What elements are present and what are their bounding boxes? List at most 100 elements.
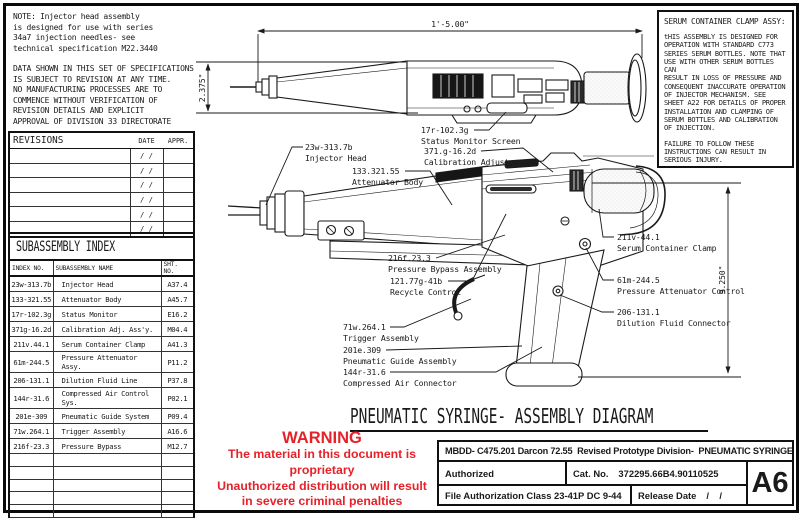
cell: Attenuator Body — [52, 291, 162, 307]
revisions-table: REVISIONS DATE APPR. / // // // // // / — [8, 131, 195, 238]
col-header-subassembly-name: SUBASSEMBLY NAME — [52, 259, 162, 277]
warning-line-2: Unauthorized distribution will result — [217, 478, 427, 493]
grip-height-dim-label: 9.250" — [717, 266, 727, 294]
warning-title: WARNING — [282, 429, 362, 447]
callout-pressure-bypass-code: 216f.23.3 — [388, 253, 431, 263]
cell — [8, 148, 131, 164]
subassembly-empty-row — [8, 491, 195, 506]
status-monitor-screen-shape — [486, 102, 528, 114]
subassembly-empty-row — [8, 465, 195, 480]
cell: Serum Container Clamp — [52, 336, 162, 352]
subassembly-index-title: SUBASSEMBLY INDEX — [16, 238, 115, 255]
overall-height-dim-label: 2.375" — [197, 74, 207, 102]
cell — [8, 465, 54, 480]
overall-length-dim-label: 1'-5.00" — [431, 19, 469, 29]
callout-recycle-control-name: Recycle Control — [390, 287, 461, 297]
callout-status-monitor-code: 17r-102.3g — [421, 125, 469, 135]
revisions-appr-header: APPR. — [163, 132, 194, 149]
cell — [160, 453, 195, 467]
subassembly-header-row: INDEX NO. SUBASSEMBLY NAME SHT. NO. — [8, 259, 195, 277]
revisions-date-header: DATE — [130, 132, 163, 149]
cell: / / — [129, 206, 164, 222]
callout-recycle-control-code: 121.77g-41b — [390, 276, 442, 286]
subassembly-title-row: SUBASSEMBLY INDEX — [8, 232, 195, 261]
catalog-number-cell: Cat. No. 372295.66B4.90110525 — [565, 462, 746, 486]
cell: / / — [129, 162, 164, 179]
cell: Pressure Bypass — [52, 438, 162, 454]
cell: M04.4 — [160, 321, 195, 337]
cell — [162, 191, 195, 208]
cell: 144r-31.6 — [8, 387, 54, 409]
subassembly-empty-row — [8, 453, 195, 467]
cell — [8, 453, 54, 467]
cell: Status Monitor — [52, 306, 162, 322]
revisions-title: REVISIONS — [9, 132, 130, 149]
sheet-code: A6 — [746, 462, 792, 504]
injector-head-shape — [284, 190, 305, 237]
callout-status-monitor-name: Status Monitor Screen — [421, 136, 521, 146]
callout-serum-clamp-name: Serum Container Clamp — [617, 243, 717, 253]
serum-note-body: tHIS ASSEMBLY IS DESIGNED FOR OPERATION … — [664, 33, 786, 133]
callout-pneumatic-guide-name: Pneumatic Guide Assembly — [343, 356, 457, 366]
barrel-cone-top-view — [276, 60, 408, 115]
catalog-number-label: Cat. No. — [573, 467, 609, 479]
pressure-attenuator-knob — [578, 237, 592, 251]
cell — [52, 453, 162, 467]
callout-dilution-fluid-name: Dilution Fluid Connector — [617, 318, 731, 328]
cell: / / — [129, 148, 164, 164]
revision-row: / / — [8, 177, 195, 193]
authorized-cell: Authorized — [439, 462, 565, 486]
cell: Pressure Attenuator Assy. — [52, 351, 162, 373]
title-block: MBDD- C475.201 Darcon 72.55 Revised Prot… — [437, 440, 794, 506]
warning-block: WARNING The material in this document is… — [198, 429, 446, 510]
warning-line-1: The material in this document is proprie… — [228, 447, 416, 477]
release-date-value: / / — [706, 489, 723, 501]
serum-note-title: SERUM CONTAINER CLAMP ASSY: — [664, 17, 786, 26]
trigger-shape — [452, 277, 475, 316]
sheet-border — [3, 3, 799, 513]
cell — [160, 478, 195, 493]
subassembly-empty-row — [8, 504, 195, 518]
cell: 216f-23.3 — [8, 438, 54, 454]
title-block-project-line: MBDD- C475.201 Darcon 72.55 Revised Prot… — [439, 442, 792, 462]
serum-container — [583, 168, 655, 214]
cell — [8, 206, 131, 222]
cell: 17r-102.3g — [8, 306, 54, 322]
diagram-title: PNEUMATIC SYRINGE- ASSEMBLY DIAGRAM — [350, 404, 654, 428]
cell: A45.7 — [160, 291, 195, 307]
cell — [162, 206, 195, 222]
main-view — [227, 152, 666, 387]
callout-injector-head-code: 23w-313.7b — [305, 142, 353, 152]
callout-compressed-air-name: Compressed Air Connector — [343, 378, 457, 388]
revision-row: / / — [8, 206, 195, 222]
cell: Calibration Adj. Ass'y. — [52, 321, 162, 337]
cell — [52, 478, 162, 493]
top-view — [230, 53, 647, 124]
cell — [162, 177, 195, 193]
callout-compressed-air-code: 144r-31.6 — [343, 367, 386, 377]
cell: A16.6 — [160, 423, 195, 439]
callout-attenuator-body-name: Attenuator Body — [352, 177, 423, 187]
cell — [52, 465, 162, 480]
cell: Injector Head — [52, 275, 162, 292]
knurl-block — [432, 73, 484, 99]
calibration-knob — [569, 169, 584, 192]
callout-pressure-bypass-name: Pressure Bypass Assembly — [388, 264, 502, 274]
cell: 133-321.55 — [8, 291, 54, 307]
note-injector-head: NOTE: Injector head assembly is designed… — [13, 12, 158, 53]
cell — [162, 148, 195, 164]
revision-row: / / — [8, 162, 195, 179]
cell: 201e-309 — [8, 408, 54, 424]
grip-butt — [505, 362, 583, 387]
callout-trigger-code: 71w.264.1 — [343, 322, 386, 332]
catalog-number-value: 372295.66B4.90110525 — [618, 467, 719, 479]
serum-clamp-note-box: SERUM CONTAINER CLAMP ASSY: tHIS ASSEMBL… — [657, 10, 794, 168]
